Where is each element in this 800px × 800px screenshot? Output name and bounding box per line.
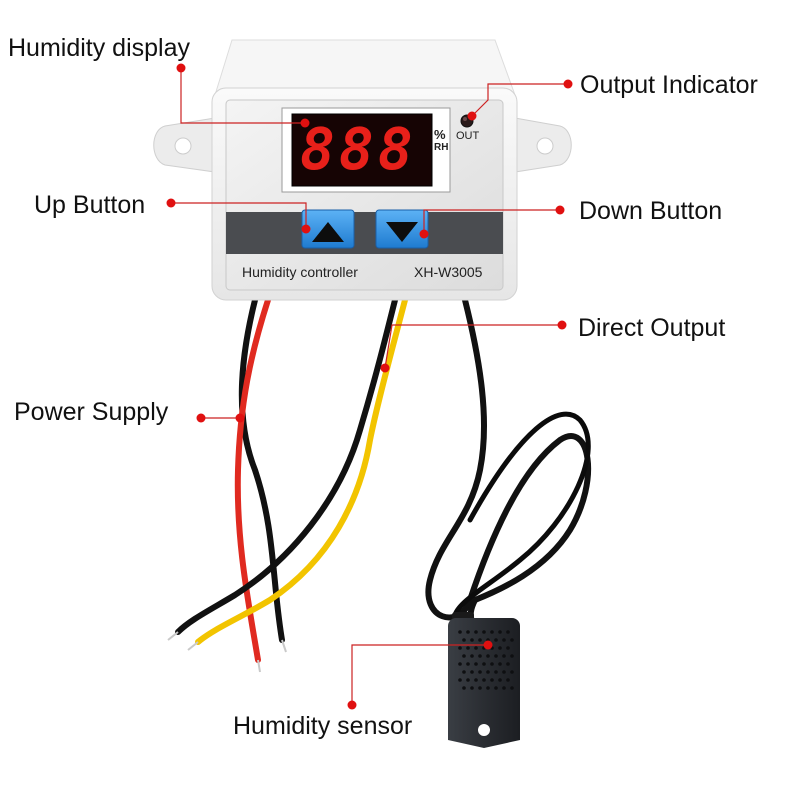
model-number: XH-W3005: [414, 264, 483, 280]
vent-hole: [510, 638, 514, 642]
vent-hole: [470, 638, 474, 642]
vent-hole: [502, 670, 506, 674]
vent-hole: [470, 670, 474, 674]
vent-hole: [466, 662, 470, 666]
power-wire-red: [234, 297, 271, 663]
vent-hole: [482, 678, 486, 682]
label-power-supply: Power Supply: [14, 398, 169, 426]
display-readout: 888: [300, 115, 417, 183]
vent-hole: [494, 686, 498, 690]
vent-hole: [474, 662, 478, 666]
display-window: [291, 113, 433, 187]
vent-hole: [478, 654, 482, 658]
vent-hole: [462, 638, 466, 642]
vent-hole: [482, 662, 486, 666]
callout-line-output-indicator: [471, 83, 568, 117]
vent-hole: [502, 638, 506, 642]
vent-hole: [462, 686, 466, 690]
sensor-cable-loop: [452, 411, 591, 618]
label-direct-output: Direct Output: [578, 314, 726, 342]
vent-hole: [502, 654, 506, 658]
vent-hole: [470, 654, 474, 658]
vent-hole: [478, 686, 482, 690]
callout-line-humidity-display: [180, 68, 305, 124]
vent-hole: [510, 654, 514, 658]
vent-hole: [506, 630, 510, 634]
label-output-indicator: Output Indicator: [580, 71, 758, 99]
callout-line-humidity-sensor: [351, 644, 488, 705]
vent-hole: [490, 678, 494, 682]
vent-hole: [498, 662, 502, 666]
label-up-button: Up Button: [34, 191, 146, 219]
vent-hole: [462, 670, 466, 674]
callout-line-down-button: [423, 209, 560, 234]
callout-line-up-button: [171, 202, 307, 229]
sensor-body: [448, 618, 520, 714]
vent-hole: [494, 670, 498, 674]
triangle-up-icon: [312, 222, 344, 242]
unit-percent: %: [434, 127, 446, 142]
vent-hole: [474, 678, 478, 682]
label-humidity-display: Humidity display: [8, 34, 191, 62]
vent-hole: [498, 646, 502, 650]
callout-lines: [171, 68, 568, 705]
vent-hole: [458, 646, 462, 650]
vent-hole: [462, 654, 466, 658]
unit-rh: RH: [434, 142, 449, 153]
vent-hole: [478, 638, 482, 642]
wires: [167, 297, 592, 673]
wire-tip: [187, 641, 199, 651]
vent-hole: [502, 686, 506, 690]
vent-hole: [482, 630, 486, 634]
button-band: [226, 212, 503, 254]
power-wire-black: [238, 297, 285, 643]
wire-tip: [281, 639, 287, 653]
vent-hole: [470, 686, 474, 690]
vent-hole: [458, 678, 462, 682]
vent-hole: [490, 662, 494, 666]
up-button[interactable]: [301, 209, 355, 249]
vent-hole: [506, 662, 510, 666]
output-wire-black: [175, 297, 398, 635]
vent-hole: [494, 638, 498, 642]
controller-housing: [153, 39, 572, 301]
wire-tip: [257, 659, 261, 673]
vent-hole: [498, 678, 502, 682]
wire-tip: [167, 631, 179, 641]
vent-hole: [506, 646, 510, 650]
vent-hole: [510, 670, 514, 674]
vent-hole: [486, 670, 490, 674]
vent-hole: [494, 654, 498, 658]
triangle-down-icon: [386, 222, 418, 242]
product-name: Humidity controller: [242, 264, 358, 280]
vent-hole: [458, 662, 462, 666]
vent-hole: [486, 686, 490, 690]
label-down-button: Down Button: [579, 197, 723, 225]
output-wire-yellow: [195, 297, 408, 645]
callout-dots: [166, 63, 573, 710]
callout-line-direct-output: [384, 324, 562, 369]
vent-hole: [466, 646, 470, 650]
label-humidity-sensor: Humidity sensor: [233, 712, 413, 740]
vent-hole: [510, 686, 514, 690]
vent-hole: [466, 630, 470, 634]
humidity-sensor-probe: [448, 612, 520, 748]
vent-hole: [458, 630, 462, 634]
out-label: OUT: [456, 130, 480, 142]
down-button[interactable]: [375, 209, 429, 249]
vent-hole: [506, 678, 510, 682]
vent-hole: [490, 630, 494, 634]
vent-hole: [498, 630, 502, 634]
vent-hole: [486, 654, 490, 658]
vent-hole: [478, 670, 482, 674]
vent-hole: [474, 646, 478, 650]
vent-hole: [474, 630, 478, 634]
vent-hole: [466, 678, 470, 682]
